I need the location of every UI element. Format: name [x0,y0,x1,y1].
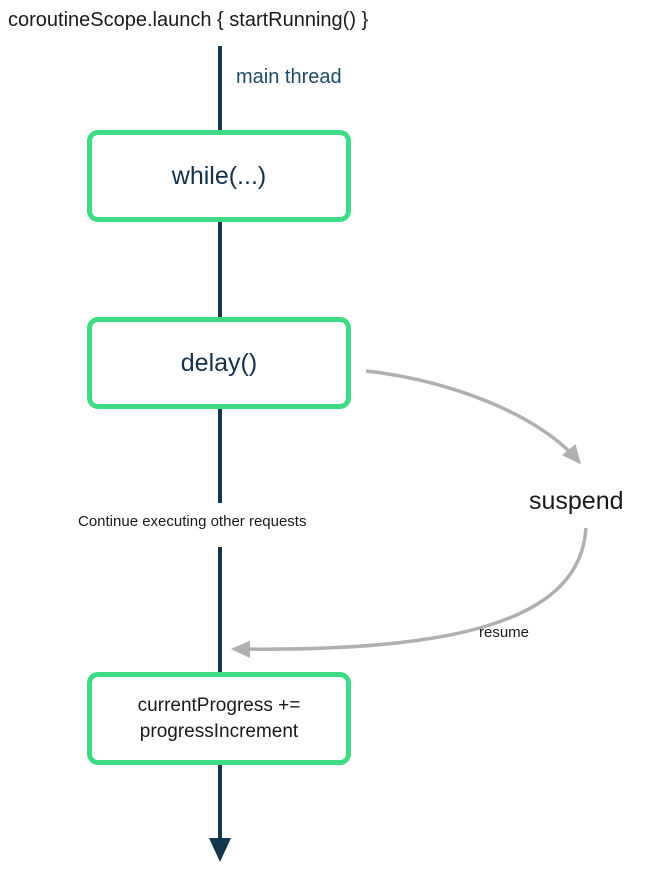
suspend-label: suspend [529,487,624,515]
progress-node-label-line2: progressIncrement [139,720,299,742]
delay-node-label: delay() [180,348,258,377]
thread-arrowhead-icon [209,838,231,862]
title-code-label: coroutineScope.launch { startRunning() } [8,9,369,31]
resume-arrow [230,527,588,658]
suspend-arrow [365,369,582,465]
while-node-label: while(...) [171,161,267,190]
progress-node: currentProgress += progressIncrement [87,672,351,765]
while-node: while(...) [87,130,351,222]
delay-node: delay() [87,317,351,409]
resume-label: resume [479,624,530,641]
main-thread-label: main thread [236,66,342,88]
progress-node-label-line1: currentProgress += [137,694,301,716]
continue-executing-label: Continue executing other requests [78,513,307,530]
